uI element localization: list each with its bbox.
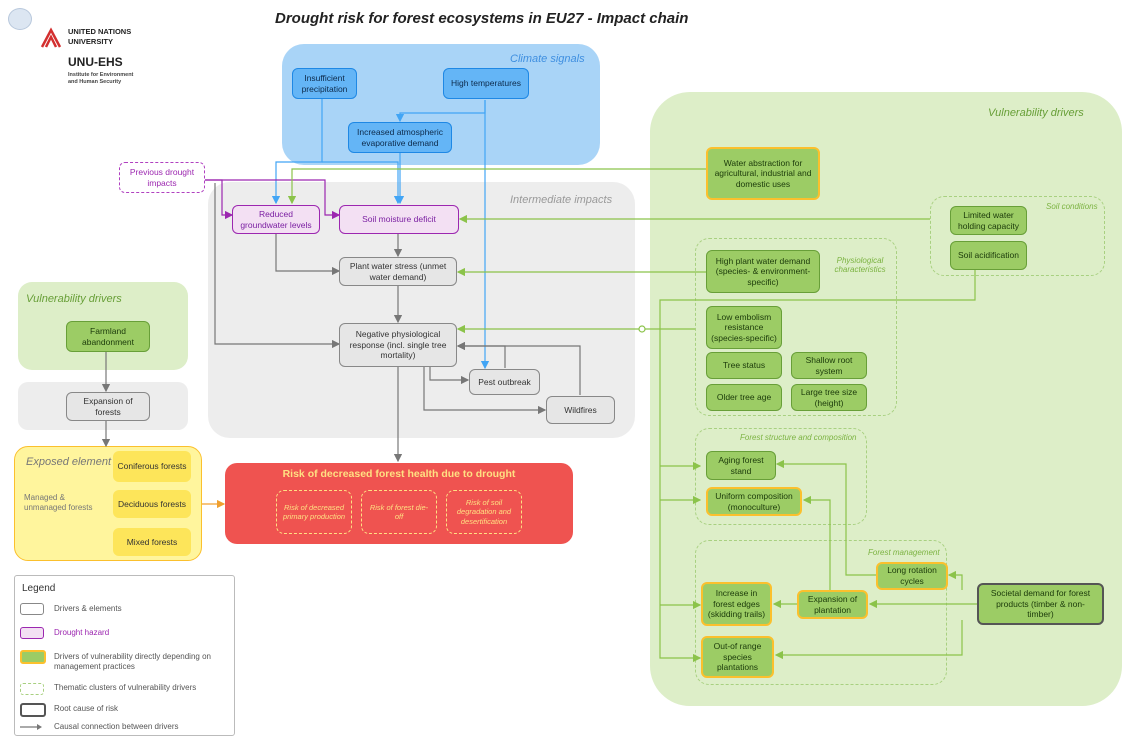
arrow-expansion-to-uniform — [802, 495, 831, 590]
climate-signals-title: Climate signals — [510, 53, 585, 65]
node-water-abstraction[interactable]: Water abstraction for agricultural, indu… — [706, 147, 820, 200]
legend-arrow-icon — [20, 723, 44, 731]
node-plant-water-stress[interactable]: Plant water stress (unmet water demand) — [339, 257, 457, 286]
legend-swatch-hazard — [20, 627, 44, 639]
node-soil-moisture-deficit[interactable]: Soil moisture deficit — [339, 205, 459, 234]
risk-primary-production[interactable]: Risk of decreased primary production — [276, 490, 352, 534]
node-low-embolism[interactable]: Low embolism resistance (species-specifi… — [706, 306, 782, 349]
node-high-plant-water-demand[interactable]: High plant water demand (species- & envi… — [706, 250, 820, 293]
logo-sub-line1: Institute for Environment — [68, 72, 134, 78]
node-societal-demand[interactable]: Societal demand for forest products (tim… — [977, 583, 1104, 625]
arrow-longrotation-to-aging — [775, 459, 876, 576]
arrow-previous-to-soilmoisture — [205, 179, 341, 220]
vulnerability-right-title: Vulnerability drivers — [988, 107, 1084, 119]
arrow-negative-to-pest — [429, 367, 470, 385]
node-uniform-composition[interactable]: Uniform composition (monoculture) — [706, 487, 802, 516]
node-long-rotation[interactable]: Long rotation cycles — [876, 562, 948, 590]
node-older-tree-age[interactable]: Older tree age — [706, 384, 782, 411]
legend-swatch-clusters — [20, 683, 44, 695]
node-reduced-groundwater[interactable]: Reduced groundwater levels — [232, 205, 320, 234]
arrow-pest-to-negative — [456, 341, 506, 368]
node-high-temperatures[interactable]: High temperatures — [443, 68, 529, 99]
logo-short: UNU-EHS — [68, 55, 123, 69]
diagram-title: Drought risk for forest ecosystems in EU… — [275, 10, 689, 27]
exposed-element-sub: Managed & unmanaged forests — [24, 493, 93, 513]
legend-item-management: Drivers of vulnerability directly depend… — [54, 652, 211, 671]
node-deciduous-forests[interactable]: Deciduous forests — [113, 490, 191, 518]
node-out-of-range-species[interactable]: Out-of range species plantations — [701, 636, 774, 678]
risk-forest-die-off[interactable]: Risk of forest die-off — [361, 490, 437, 534]
intermediate-impacts-title: Intermediate impacts — [510, 194, 613, 206]
node-increase-forest-edges[interactable]: Increase in forest edges (skidding trail… — [701, 582, 772, 626]
arrow-previous-to-groundwater — [205, 179, 234, 220]
arrow-societal-to-outofrange — [774, 620, 963, 660]
node-coniferous-forests[interactable]: Coniferous forests — [113, 451, 191, 482]
node-aging-forest-stand[interactable]: Aging forest stand — [706, 451, 776, 480]
legend-item-hazard: Drought hazard — [54, 628, 110, 637]
arrow-negative-to-wildfires — [423, 367, 547, 415]
soil-conditions-title: Soil conditions — [1046, 202, 1098, 211]
logo-org-line2: UNIVERSITY — [68, 37, 114, 46]
exposed-element-title: Exposed element — [26, 456, 111, 468]
physiological-cluster — [695, 238, 897, 416]
forest-management-cluster — [695, 540, 947, 685]
arrow-precip-to-soilmoisture — [322, 161, 403, 205]
arrow-groundwater-to-stress — [275, 234, 341, 276]
node-farmland-abandonment[interactable]: Farmland abandonment — [66, 321, 150, 352]
node-previous-drought[interactable]: Previous drought impacts — [119, 162, 205, 193]
vulnerability-left-title: Vulnerability drivers — [26, 293, 122, 305]
node-insufficient-precipitation[interactable]: Insufficient precipitation — [292, 68, 357, 99]
legend-title: Legend — [22, 583, 56, 594]
node-shallow-root[interactable]: Shallow root system — [791, 352, 867, 379]
node-mixed-forests[interactable]: Mixed forests — [113, 528, 191, 556]
un-emblem-icon — [8, 8, 32, 30]
arrow-soilacid-link — [659, 270, 976, 663]
node-negative-physiological[interactable]: Negative physiological response (incl. s… — [339, 323, 457, 367]
logo-sub-line2: and Human Security — [68, 79, 122, 85]
node-expansion-plantation[interactable]: Expansion of plantation — [797, 590, 868, 619]
arrow-hightemp-to-evap — [395, 100, 486, 123]
node-pest-outbreak[interactable]: Pest outbreak — [469, 369, 540, 395]
logo-org-line1: UNITED NATIONS — [68, 27, 132, 36]
node-tree-status[interactable]: Tree status — [706, 352, 782, 379]
arrow-wildfires-to-negative — [456, 341, 581, 395]
soil-conditions-cluster — [930, 196, 1105, 276]
legend-swatch-management — [20, 650, 46, 664]
legend-item-drivers: Drivers & elements — [54, 604, 122, 613]
node-evaporative-demand[interactable]: Increased atmospheric evaporative demand — [348, 122, 452, 153]
node-soil-acidification[interactable]: Soil acidification — [950, 241, 1027, 270]
risk-title: Risk of decreased forest health due to d… — [282, 468, 516, 480]
arrow-previous-to-negative — [214, 183, 341, 349]
node-expansion-forests[interactable]: Expansion of forests — [66, 392, 150, 421]
risk-soil-degradation[interactable]: Risk of soil degradation and desertifica… — [446, 490, 522, 534]
legend-swatch-drivers — [20, 603, 44, 615]
physiological-title: Physiological characteristics — [834, 256, 886, 274]
legend — [14, 575, 235, 736]
legend-item-root: Root cause of risk — [54, 704, 119, 713]
legend-swatch-root — [20, 703, 46, 717]
node-large-tree-size[interactable]: Large tree size (height) — [791, 384, 867, 411]
arrow-precip-to-groundwater — [271, 99, 323, 205]
forest-structure-cluster — [695, 428, 867, 525]
legend-item-causal: Causal connection between drivers — [54, 722, 179, 731]
arrow-water-abstraction — [287, 168, 706, 205]
node-limited-water-holding[interactable]: Limited water holding capacity — [950, 206, 1027, 235]
forest-structure-title: Forest structure and composition — [740, 433, 857, 442]
forest-management-title: Forest management — [868, 548, 940, 557]
arrow-societal-to-longrotation — [947, 570, 963, 590]
unu-logo-icon — [40, 27, 62, 51]
legend-item-clusters: Thematic clusters of vulnerability drive… — [54, 683, 197, 692]
node-wildfires[interactable]: Wildfires — [546, 396, 615, 424]
